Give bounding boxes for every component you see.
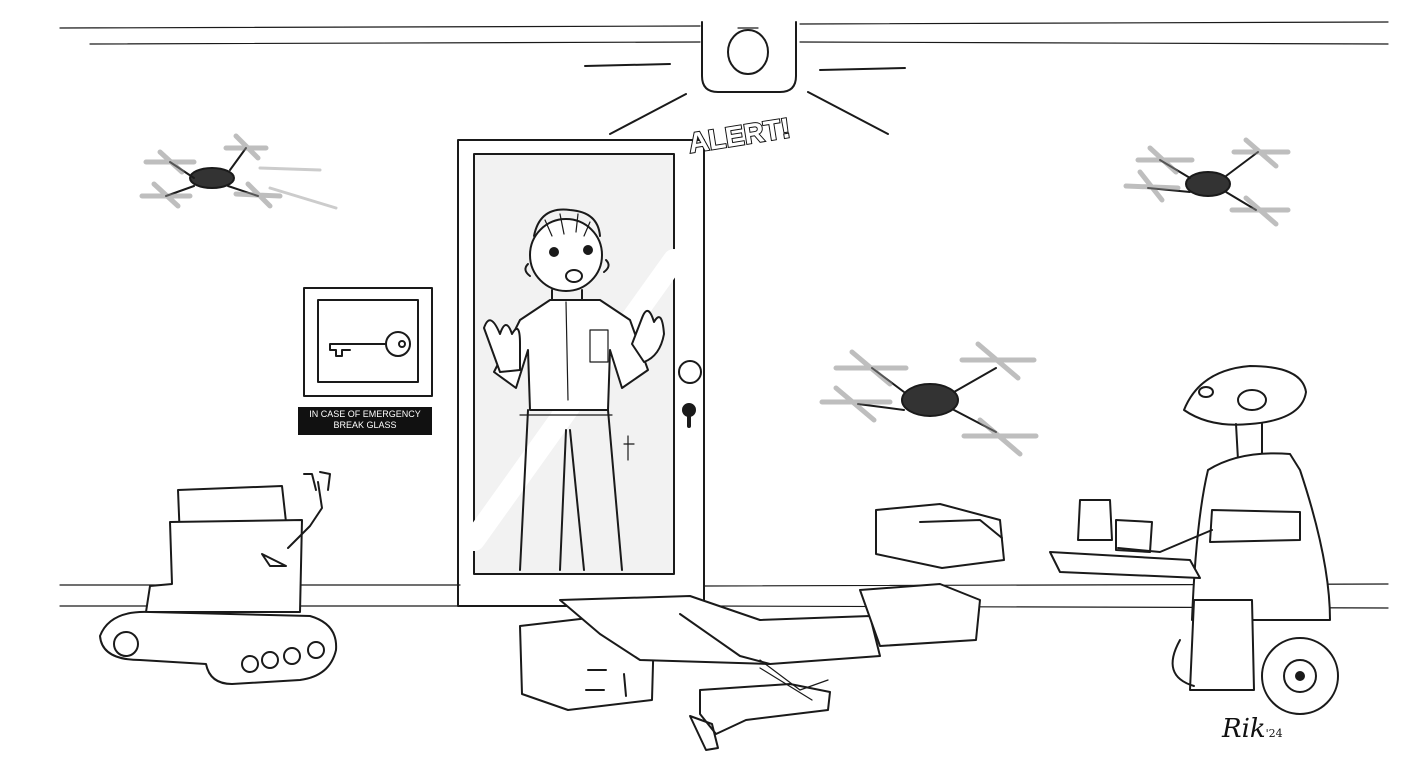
signature-year: '24 <box>1265 727 1283 740</box>
box-pile <box>519 503 1005 751</box>
signature-name: Rik <box>1222 714 1266 744</box>
emergency-sign-line2: BREAK GLASS <box>333 420 397 430</box>
key-icon <box>329 331 411 357</box>
tracked-robot <box>99 471 338 685</box>
drone-icon <box>819 341 1039 457</box>
ceiling-lines <box>59 21 1389 45</box>
emergency-sign-line1: IN CASE OF EMERGENCY <box>309 409 421 419</box>
trapped-man <box>483 208 665 571</box>
alarm-light-icon <box>584 21 906 135</box>
wheeled-robot <box>1049 365 1339 715</box>
emergency-sign: IN CASE OF EMERGENCY BREAK GLASS <box>298 407 432 435</box>
artist-signature: Rik'24 <box>1222 714 1283 744</box>
drone-icon <box>1123 137 1291 227</box>
drone-icon <box>139 133 338 210</box>
key-case <box>303 287 433 397</box>
